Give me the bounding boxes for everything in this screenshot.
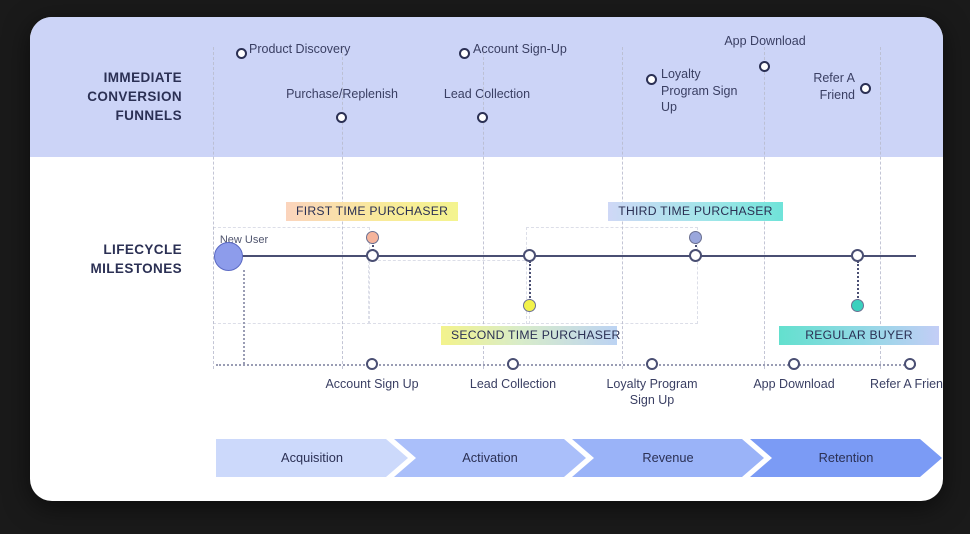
milestone-axis [216,364,916,366]
milestone-point-loyalty-program-sign-up[interactable] [646,358,658,370]
stage-revenue[interactable]: Revenue [572,439,764,477]
stage-acquisition[interactable]: Acquisition [216,439,408,477]
milestone-node-first-time[interactable] [366,249,379,262]
funnel-node-purchase-replenish[interactable] [336,112,347,123]
milestone-node-new-user[interactable] [214,242,243,271]
milestone-label-account-sign-up: Account Sign Up [325,377,419,391]
column-guide-1 [213,47,214,369]
milestone-label-loyalty-program-sign-up: Loyalty Program Sign Up [606,377,698,408]
funnel-label-app-download: App Download [724,34,806,48]
badge-first-time-purchaser: FIRST TIME PURCHASER [286,202,458,221]
funnel-label-loyalty-program-sign-up: Loyalty Program Sign Up [661,67,738,114]
milestone-point-lead-collection[interactable] [507,358,519,370]
funnel-label-purchase-replenish: Purchase/Replenish [286,87,398,101]
immediate-conversion-band [30,17,943,157]
dot-second-time-purchaser[interactable] [523,299,536,312]
milestone-node-regular[interactable] [851,249,864,262]
dot-first-time-purchaser[interactable] [366,231,379,244]
stub-regular-buyer [857,261,859,301]
milestone-label-app-download: App Download [753,377,835,391]
funnel-node-loyalty-program-sign-up[interactable] [646,74,657,85]
milestone-label-lead-collection: Lead Collection [469,377,557,391]
diagram-card: IMMEDIATE CONVERSION FUNNELS LIFECYCLE M… [30,17,943,501]
funnel-label-account-sign-up: Account Sign-Up [473,42,567,56]
funnel-node-lead-collection[interactable] [477,112,488,123]
milestone-node-third-time[interactable] [689,249,702,262]
badge-regular-buyer: REGULAR BUYER [779,326,939,345]
guide-box-middle [368,260,530,324]
milestone-point-app-download[interactable] [788,358,800,370]
row-label-immediate-conversion-funnels: IMMEDIATE CONVERSION FUNNELS [87,70,182,124]
guide-box-right [526,227,698,324]
dot-regular-buyer[interactable] [851,299,864,312]
lifecycle-axis [216,255,916,257]
dot-third-time-purchaser[interactable] [689,231,702,244]
milestone-node-second-time[interactable] [523,249,536,262]
funnel-node-product-discovery[interactable] [236,48,247,59]
funnel-label-refer-a-friend: Refer A Friend [813,71,855,102]
stage-retention[interactable]: Retention [750,439,942,477]
funnel-node-refer-a-friend[interactable] [860,83,871,94]
badge-second-time-purchaser: SECOND TIME PURCHASER [441,326,620,345]
column-guide-6 [880,47,881,369]
stub-second-time-purchaser [529,261,531,301]
milestone-point-refer-a-friend[interactable] [904,358,916,370]
new-user-drop-connector [243,270,245,364]
funnel-node-account-sign-up[interactable] [459,48,470,59]
funnel-label-product-discovery: Product Discovery [249,42,351,56]
milestone-point-account-sign-up[interactable] [366,358,378,370]
column-guide-3 [483,47,484,369]
badge-third-time-purchaser: THIRD TIME PURCHASER [608,202,783,221]
milestone-label-refer-a-friend: Refer A Friend [870,377,943,391]
funnel-node-app-download[interactable] [759,61,770,72]
funnel-label-lead-collection: Lead Collection [443,87,531,101]
row-label-lifecycle-milestones: LIFECYCLE MILESTONES [90,242,182,277]
stage-activation[interactable]: Activation [394,439,586,477]
